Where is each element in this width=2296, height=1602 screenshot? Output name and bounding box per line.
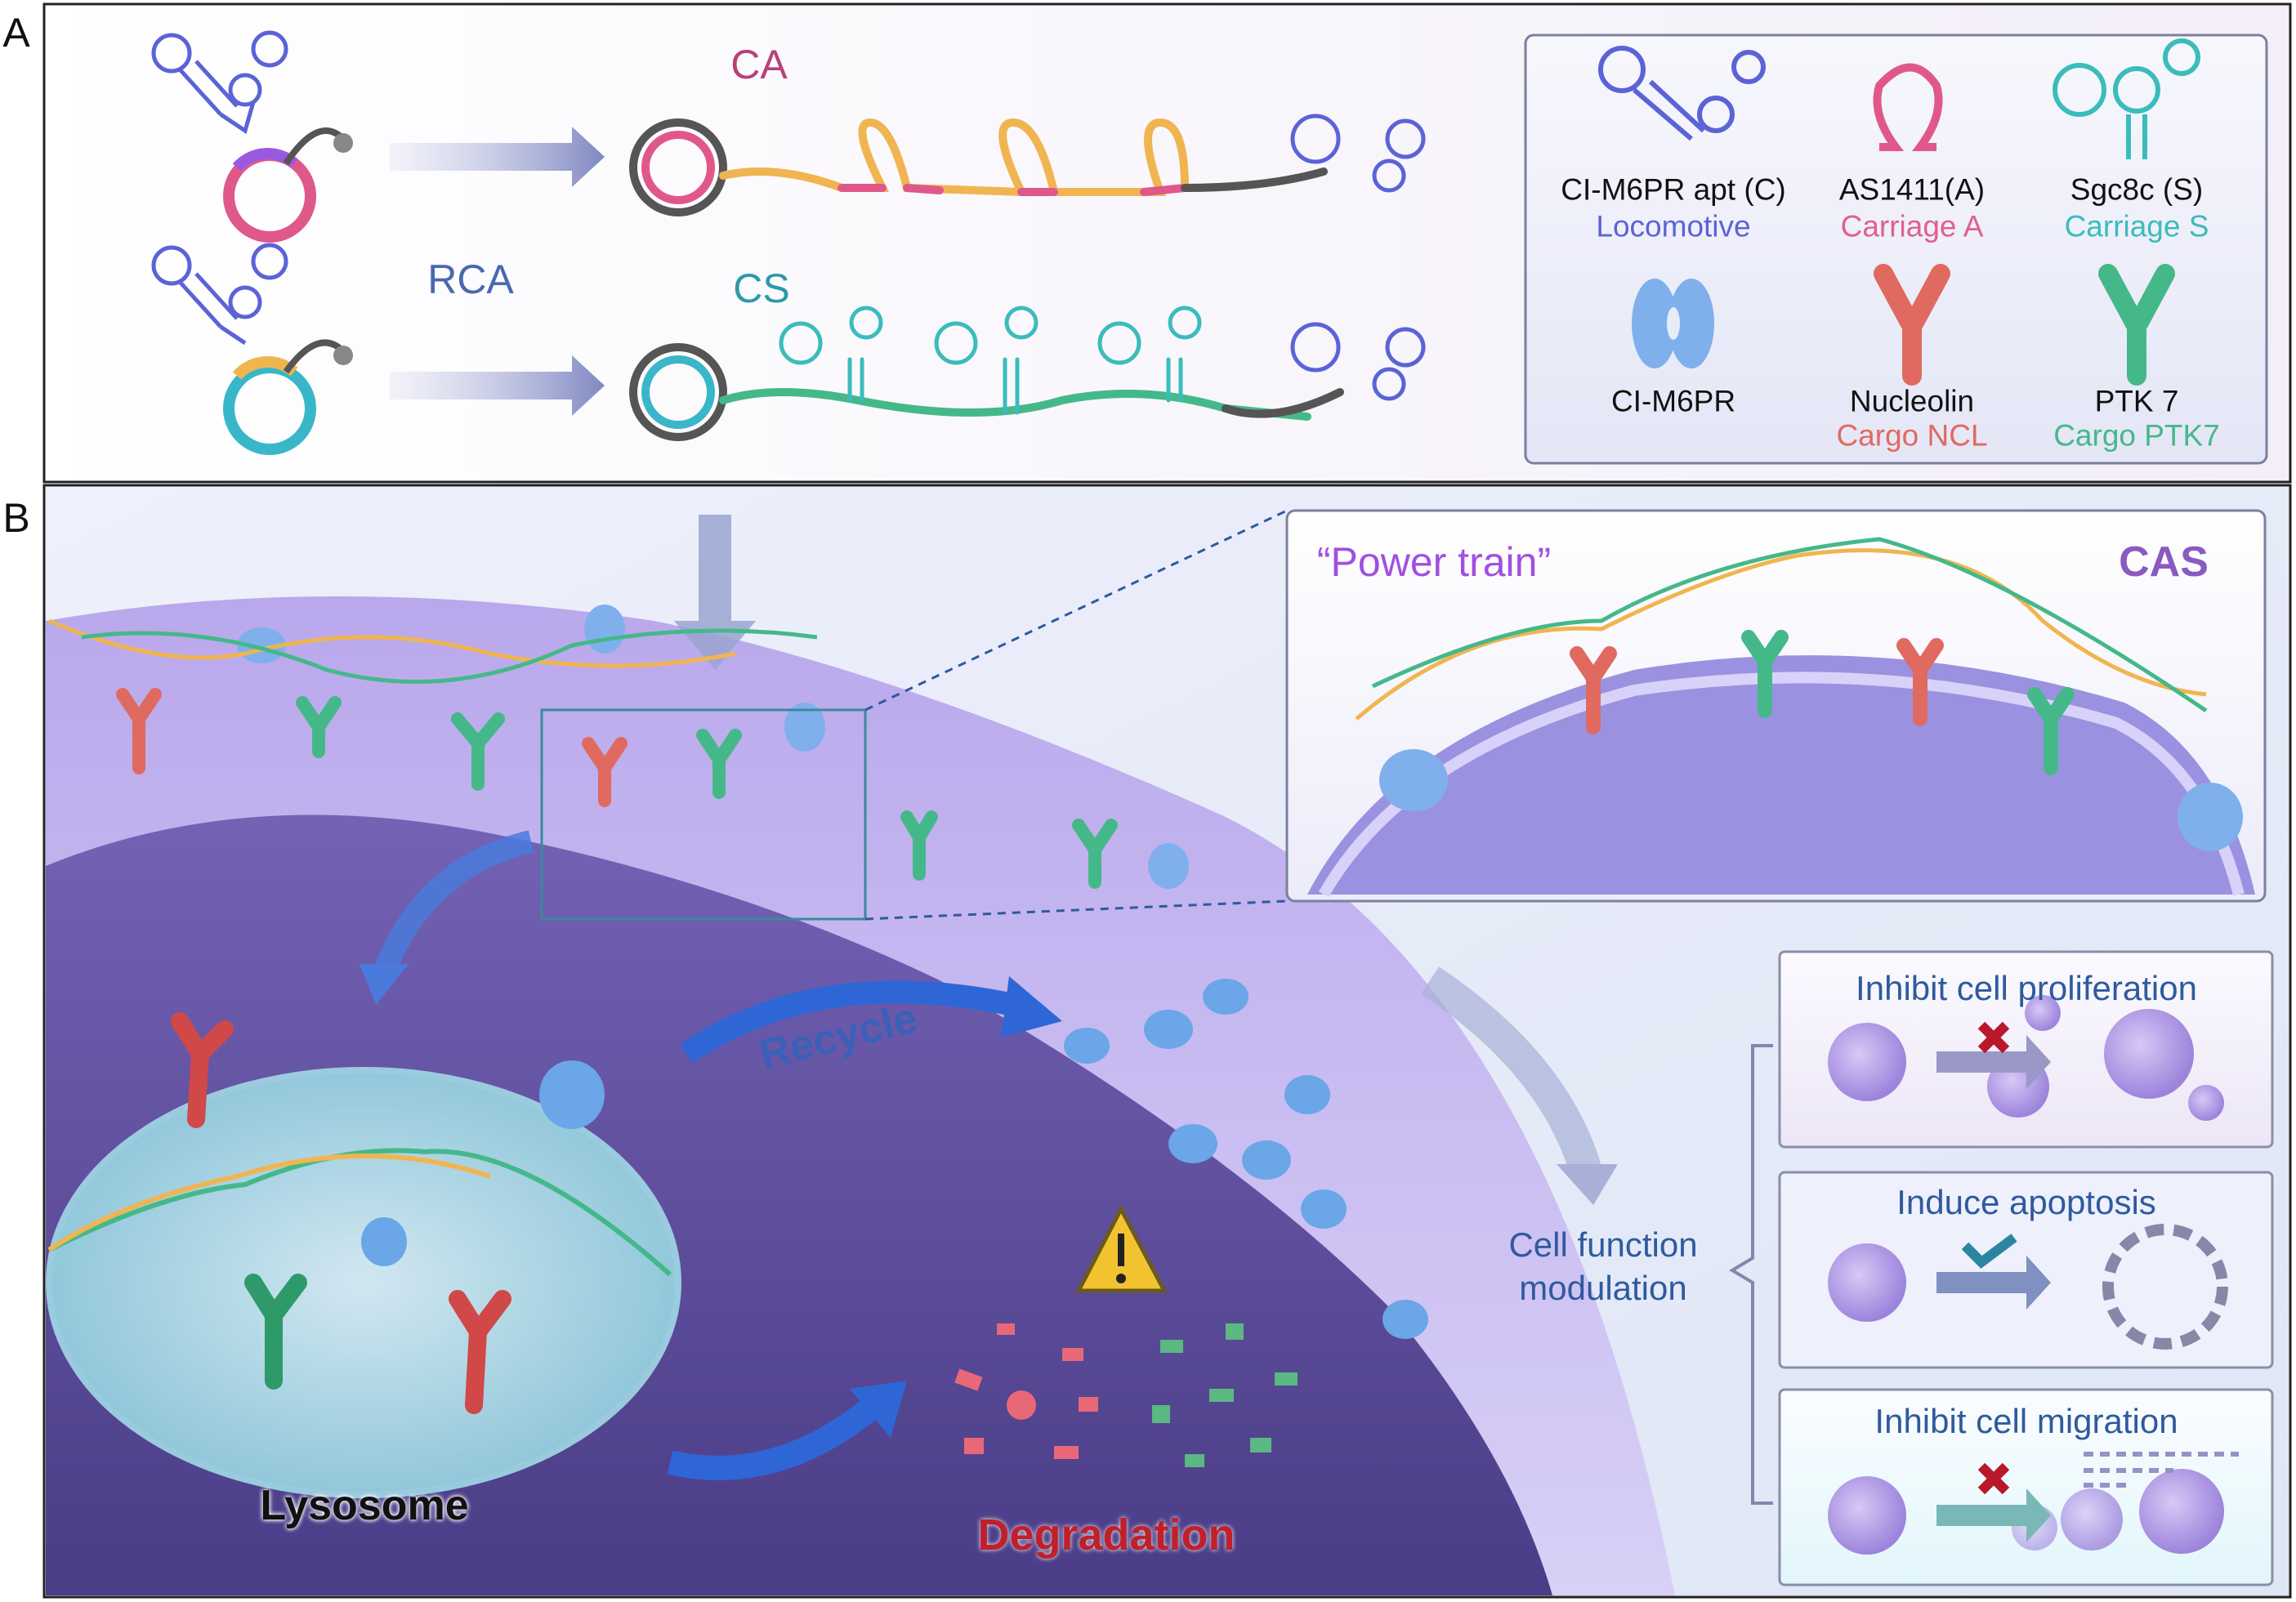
legend-name-ptk7: PTK 7 xyxy=(2094,384,2179,418)
cs-product xyxy=(629,306,1426,441)
aptamer-c-icon xyxy=(151,30,288,346)
legend-role-s: Carriage S xyxy=(2064,209,2209,243)
ca-product xyxy=(629,114,1426,216)
legend-aptamer-a-icon xyxy=(1873,63,1943,151)
recycled-receptors xyxy=(1064,979,1428,1339)
rca-label: RCA xyxy=(427,257,514,302)
check-icon xyxy=(1961,1234,2017,1269)
cross-icon xyxy=(1977,1021,2010,1495)
bracket xyxy=(1729,1044,1773,1505)
cs-label: CS xyxy=(733,266,790,311)
rca-arrow-2 xyxy=(390,355,605,416)
power-train-title: “Power train” xyxy=(1316,539,1552,585)
legend-receptor-icon xyxy=(1632,279,1714,368)
ca-label: CA xyxy=(730,42,788,87)
legend-role-a: Carriage A xyxy=(1840,209,1984,243)
degradation-label: Degradation xyxy=(977,1511,1235,1560)
zoom-region xyxy=(540,708,867,921)
warning-icon xyxy=(1074,1204,1168,1293)
panel-b-label: B xyxy=(2,495,30,541)
cell-function-label-2: modulation xyxy=(1519,1269,1687,1307)
legend-nucleolin-icon xyxy=(1874,264,1950,386)
legend-aptamer-c-icon xyxy=(1598,46,1766,141)
lysosome-label: Lysosome xyxy=(260,1482,469,1529)
legend-box xyxy=(1524,33,2268,465)
legend-role-nucleolin: Cargo NCL xyxy=(1836,418,1988,453)
template-circle-a xyxy=(223,127,353,243)
legend-role-ptk7: Cargo PTK7 xyxy=(2053,418,2220,453)
template-circle-s xyxy=(223,339,353,455)
legend-name-a: AS1411(A) xyxy=(1838,172,1986,207)
surface-receptors xyxy=(116,688,1118,889)
legend-name-s: Sgc8c (S) xyxy=(2070,172,2204,207)
legend-name-nucleolin: Nucleolin xyxy=(1849,384,1975,418)
legend-ptk7-icon xyxy=(2098,264,2175,386)
outcome-proliferation: Inhibit cell proliferation xyxy=(1856,969,2197,1007)
legend-aptamer-s-icon xyxy=(2053,38,2200,159)
degradation-fragments-red xyxy=(954,1323,1098,1459)
migration-trails-icon xyxy=(2084,1452,2239,1488)
outcome-apoptosis: Induce apoptosis xyxy=(1896,1183,2156,1221)
outcome-migration: Inhibit cell migration xyxy=(1874,1402,2178,1440)
lysosome xyxy=(46,1067,681,1498)
degradation-fragments-green xyxy=(1152,1323,1298,1467)
panel-a-label: A xyxy=(2,10,30,56)
legend-role-c: Locomotive xyxy=(1596,209,1751,243)
rca-arrow-1 xyxy=(390,127,605,187)
cas-tag: CAS xyxy=(2119,538,2209,586)
legend-name-receptor: CI-M6PR xyxy=(1610,384,1736,418)
legend-name-c: CI-M6PR apt (C) xyxy=(1561,172,1786,207)
cell-function-label-1: Cell function xyxy=(1508,1225,1698,1264)
